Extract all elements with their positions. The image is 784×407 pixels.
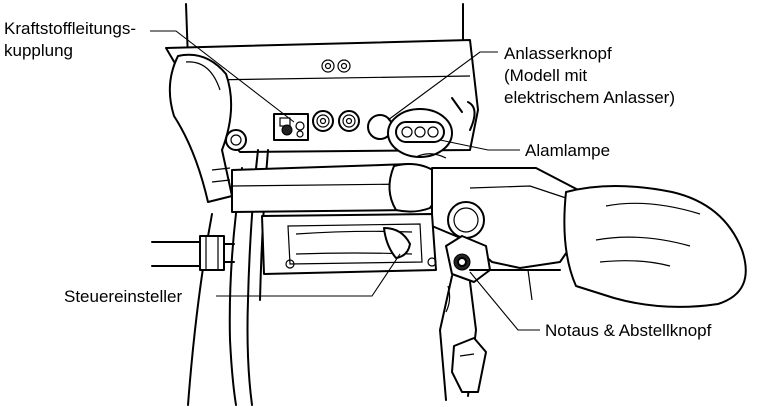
label-alarm-lamp: Alamlampe [525,141,610,160]
label-starter-button-line3: elektrischem Anlasser) [504,88,675,107]
fuel-line-coupling [273,113,309,141]
label-fuel-coupling-line1: Kraftstoffleitungs- [4,19,136,38]
label-fuel-coupling-line2: kupplung [4,41,73,60]
leader-throttle-adjuster [216,253,401,297]
machine-illustration [151,3,747,406]
leader-alarm-lamp [439,139,520,151]
leader-lines [150,30,540,331]
label-starter-button-line1: Anlasserknopf [504,44,612,63]
leader-starter-button [387,51,498,121]
emergency-stop-shape [439,235,491,401]
alarm-lamp-shape [387,108,453,159]
label-starter-button-line2: (Modell mit [504,66,587,85]
label-emergency-stop: Notaus & Abstellknopf [545,321,712,340]
leader-emergency-stop [469,271,540,331]
leader-fuel-coupling [150,30,295,123]
label-throttle-adjuster: Steuereinsteller [64,287,182,306]
